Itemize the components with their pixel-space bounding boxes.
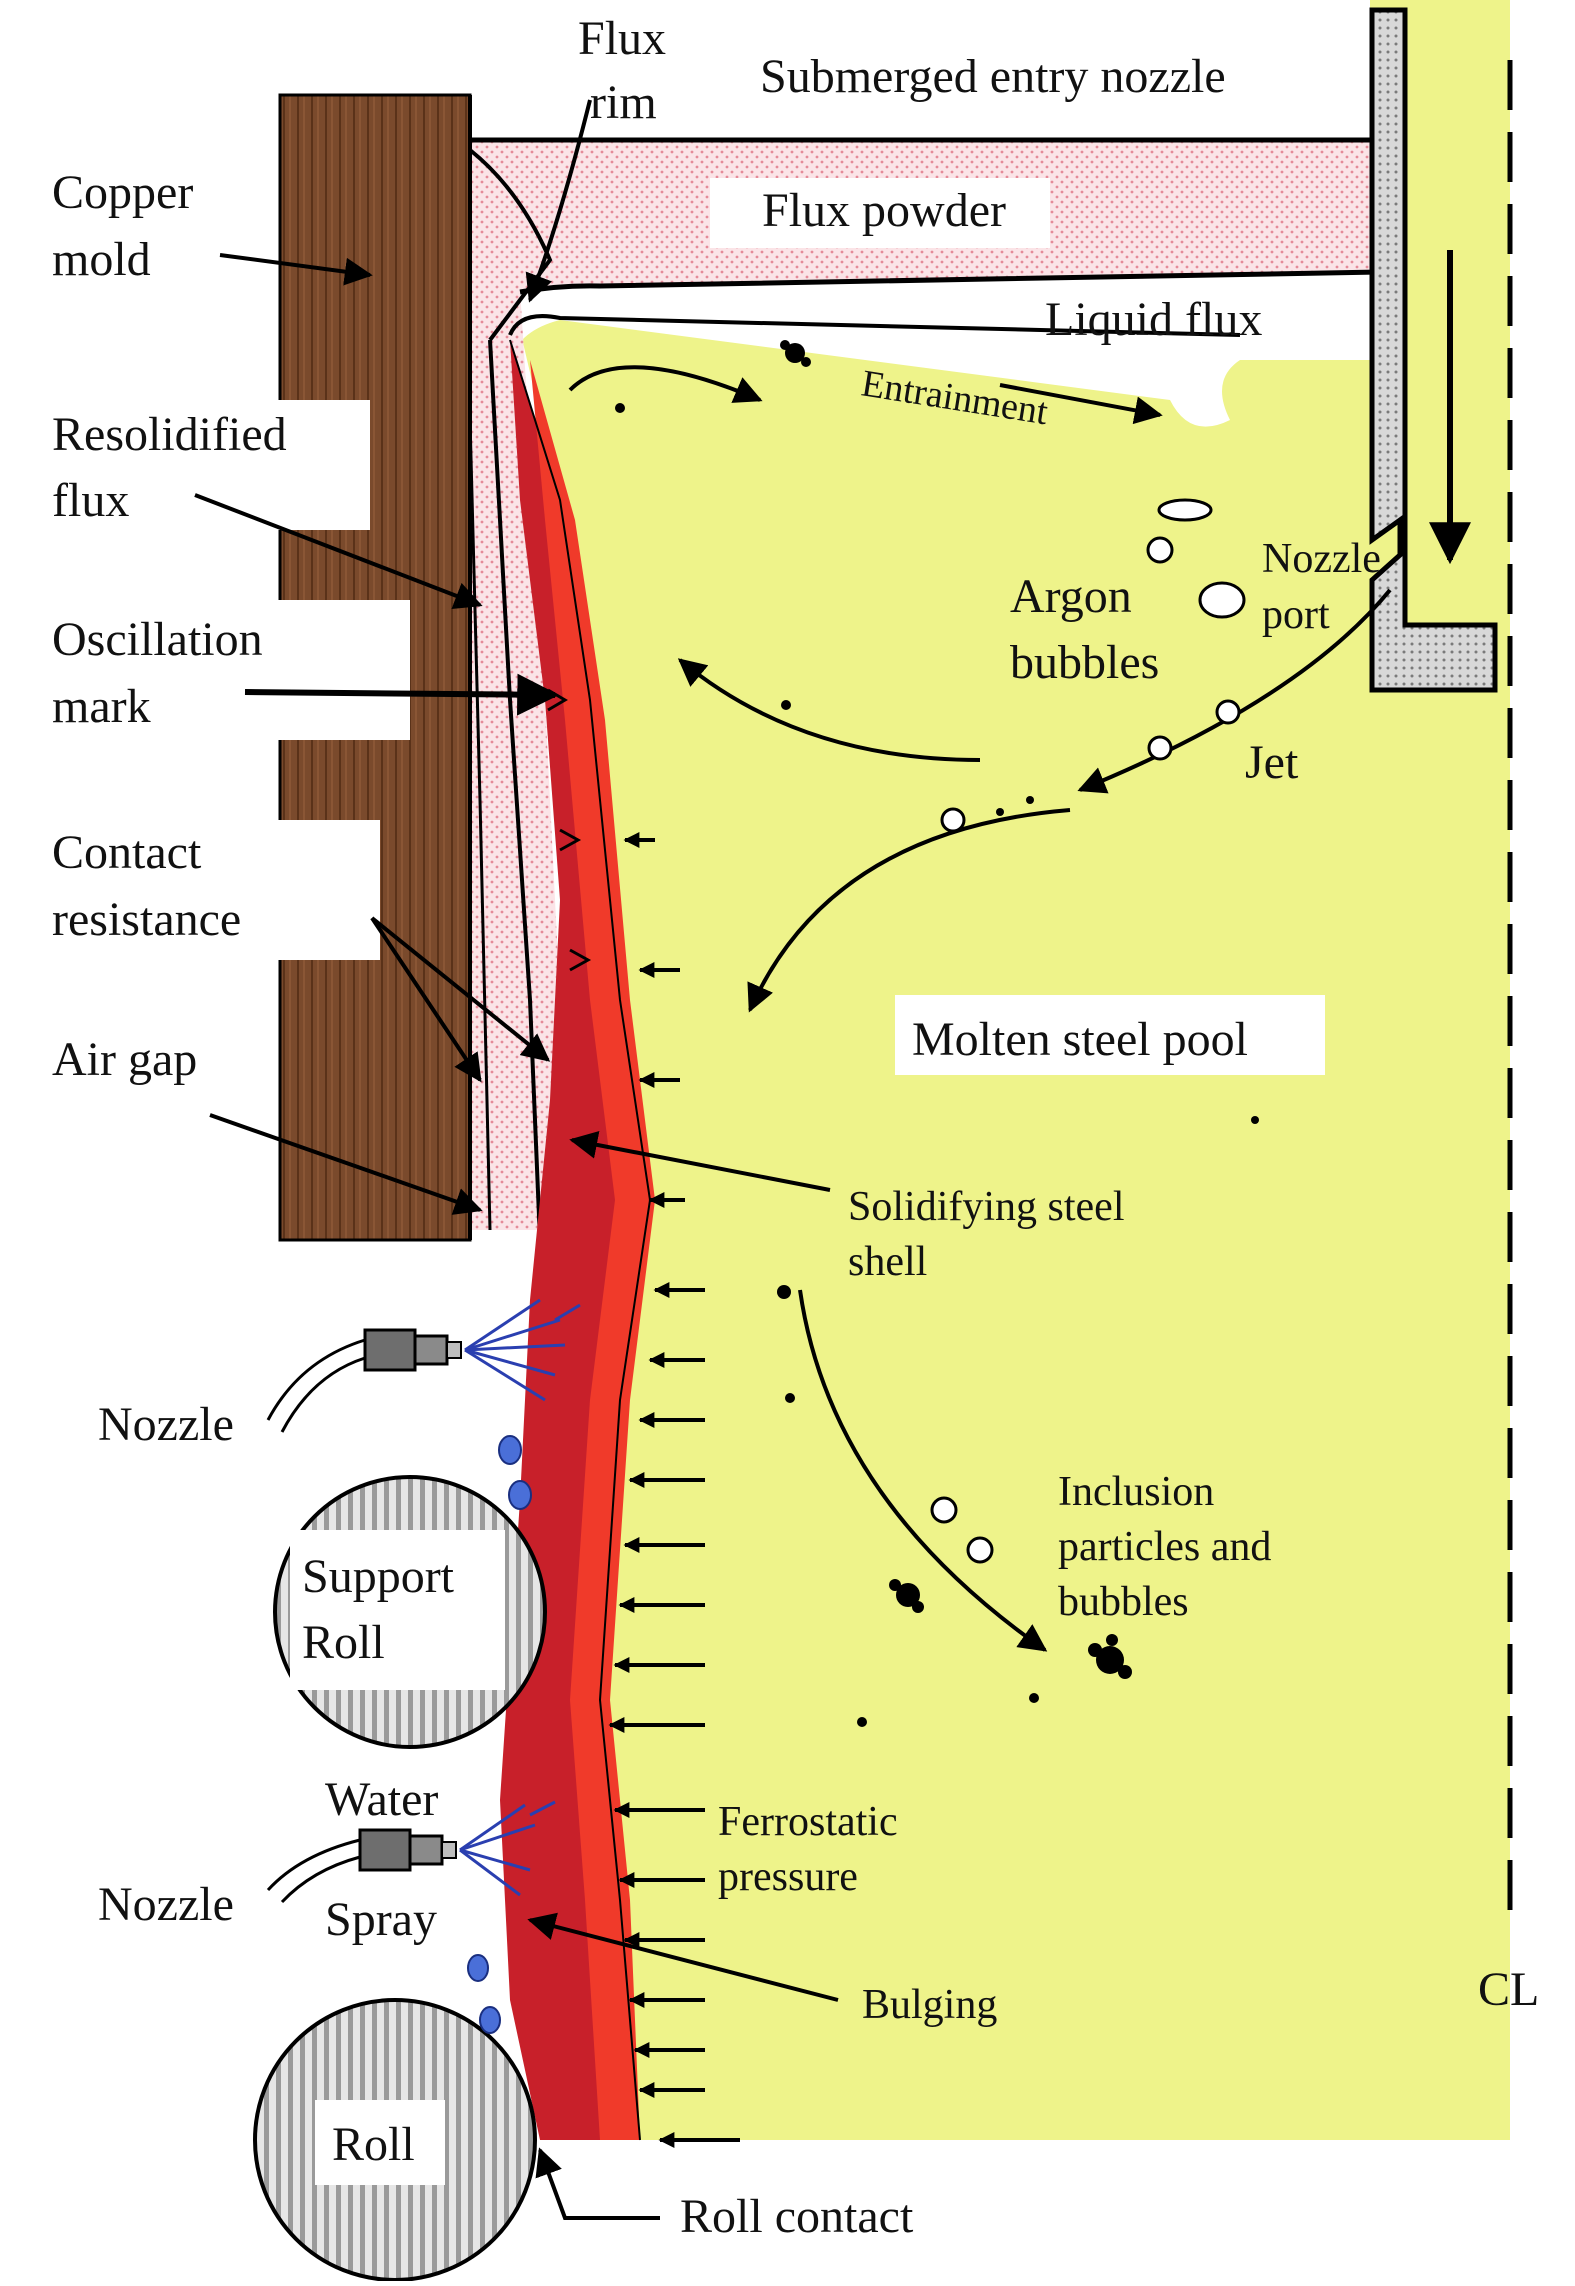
liquid-flux-line (508, 314, 1241, 337)
oscillation-mark-label: mark (52, 680, 151, 733)
inclusion-bubble (930, 1496, 958, 1524)
support-roll (273, 1475, 547, 1749)
inclusion-particle (777, 1285, 791, 1299)
argon-bubble (1215, 699, 1241, 725)
argon-bubble (1147, 735, 1173, 761)
inclusion-particle (857, 1717, 867, 1727)
contact-resistance-leader-2 (370, 916, 482, 1083)
air-gap-leader (209, 1113, 483, 1215)
copper-mold-label: mold (52, 233, 151, 286)
argon-bubble (1157, 498, 1213, 522)
inclusion-particle (996, 808, 1004, 816)
molten-pool-label: Molten steel pool (912, 1013, 1248, 1066)
resolidified-flux-leader (194, 493, 483, 609)
nozzle-port-label: port (1262, 592, 1330, 638)
jet-arrow (1077, 588, 1392, 794)
water-spray-label: Spray (325, 1893, 437, 1946)
copper-mold-leader (219, 253, 373, 286)
inclusion-label: particles and (1058, 1524, 1271, 1570)
copper-mold-label: Copper (52, 166, 193, 219)
water-spray-label: Water (325, 1773, 438, 1826)
upper-recirculation-arrow (677, 658, 981, 762)
flux-powder-label: Flux powder (762, 184, 1006, 237)
centerline-label: CL (1478, 1963, 1539, 2016)
flux-rim-outline (468, 148, 553, 342)
bulging-leader (527, 1912, 839, 2002)
ferrostatic-pressure-arrows (608, 832, 740, 2148)
oscillation-mark-label: Oscillation (52, 613, 263, 666)
bottom-roll (253, 1998, 537, 2282)
inclusion-path-arrow (798, 1289, 1048, 1652)
flux-rim-leader (525, 99, 592, 303)
contact-resistance-label: resistance (52, 893, 241, 946)
roll-label: Roll (332, 2118, 415, 2171)
steel-shell-label: Solidifying steel (848, 1184, 1125, 1230)
argon-bubbles-label: Argon (1010, 570, 1132, 623)
molten-steel-pool (520, 318, 1500, 2140)
nozzle-port-label: Nozzle (1262, 536, 1381, 582)
inclusion-label: Inclusion (1058, 1469, 1214, 1515)
molten-pool-box (895, 995, 1325, 1075)
roll-contact-leader (535, 2147, 660, 2220)
steel-shell-label: shell (848, 1239, 927, 1285)
flux-powder-box (710, 178, 1050, 248)
spray-nozzle-upper (266, 1328, 462, 1433)
inclusion-label: bubbles (1058, 1579, 1189, 1625)
lower-recirculation-arrow (747, 808, 1071, 1013)
nozzle-lower-label: Nozzle (98, 1878, 234, 1931)
water-droplets (467, 1435, 532, 2034)
inclusion-particle (1251, 1116, 1259, 1124)
spray-nozzle-lower (266, 1828, 457, 1904)
surface-flow-arrow (568, 365, 763, 403)
jet-label: Jet (1245, 736, 1299, 789)
inclusion-particle (1026, 796, 1034, 804)
oscillation-mark-notch (559, 828, 582, 852)
support-roll-label: Roll (302, 1616, 385, 1669)
spray-lines-upper (464, 1298, 581, 1402)
inclusion-particle (781, 700, 791, 710)
air-gap-label: Air gap (52, 1033, 197, 1086)
flux-rim-label: rim (590, 76, 657, 129)
argon-bubble (940, 807, 966, 833)
resolidified-flux-line (488, 339, 542, 1241)
oscillation-mark-leader (244, 673, 560, 716)
submerged-entry-nozzle (1369, 7, 1498, 693)
mold-label-cutout (200, 820, 380, 960)
argon-bubbles-label: bubbles (1010, 636, 1159, 689)
roll-contact-label: Roll contact (680, 2190, 914, 2243)
inclusion-particle (615, 403, 625, 413)
inclusion-bubble (966, 1536, 994, 1564)
inclusion-particle (785, 1393, 795, 1403)
oscillation-mark-notch (569, 948, 592, 972)
argon-bubble (1198, 581, 1246, 619)
resolidified-flux-label: flux (52, 474, 129, 527)
liquid-flux-band (500, 270, 1380, 427)
mold-label-cutout (220, 600, 410, 740)
inclusion-particle (1029, 1693, 1039, 1703)
shell-leader (569, 1131, 831, 1192)
contact-resistance-label: Contact (52, 826, 202, 879)
ferrostatic-pressure-label: pressure (718, 1854, 858, 1900)
air-gap-line (468, 419, 492, 1231)
solidifying-steel-shell (500, 340, 650, 2140)
inclusion-cluster (780, 340, 1132, 1679)
support-roll-label: Support (302, 1550, 455, 1603)
sen-label: Submerged entry nozzle (760, 50, 1226, 103)
resolidified-flux-label: Resolidified (52, 408, 287, 461)
spray-lines-lower (459, 1800, 556, 1897)
contact-resistance-leader-1 (370, 916, 551, 1062)
entrainment-arrow (999, 383, 1163, 425)
nozzle-upper-label: Nozzle (98, 1398, 234, 1451)
bulging-label: Bulging (862, 1982, 997, 2028)
mold-label-cutout (240, 400, 370, 530)
liquid-flux-label: Liquid flux (1045, 293, 1262, 346)
ferrostatic-pressure-label: Ferrostatic (718, 1799, 898, 1845)
flux-rim-label: Flux (578, 12, 666, 65)
argon-bubble (1146, 536, 1174, 564)
